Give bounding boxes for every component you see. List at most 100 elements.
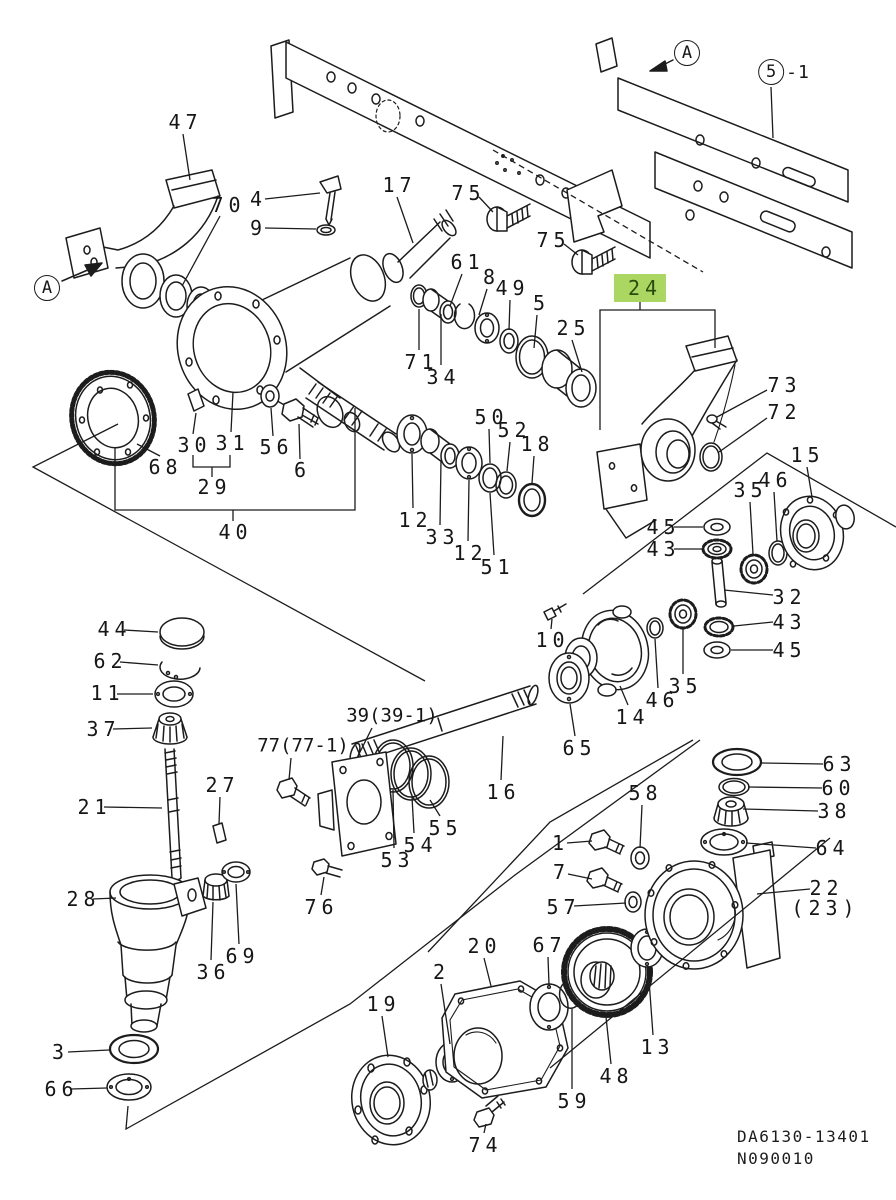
callout-72: 72 — [767, 400, 802, 424]
callout-2: 2 — [432, 960, 451, 984]
callout-45: 45 — [772, 638, 807, 662]
callout-17: 17 — [382, 173, 417, 197]
callout-63: 63 — [822, 752, 857, 776]
callout-7: 7 — [552, 860, 571, 884]
steering-housing-39 — [212, 739, 450, 878]
callout-21: 21 — [77, 795, 112, 819]
callout-30: 30 — [177, 433, 212, 457]
callout-12: 12 — [398, 508, 433, 532]
callout-28: 28 — [66, 887, 101, 911]
key-and-washer — [316, 175, 342, 236]
callout-35: 35 — [668, 674, 703, 698]
callout-46: 46 — [758, 468, 793, 492]
callout-11: 11 — [90, 681, 125, 705]
callout-58: 58 — [628, 781, 663, 805]
callout-68: 68 — [148, 455, 183, 479]
revision-code: N090010 — [737, 1149, 815, 1168]
callout-3: 3 — [51, 1040, 70, 1064]
knuckle-28 — [106, 861, 251, 1101]
view-marker-A: A — [674, 40, 700, 66]
callout-64: 64 — [815, 836, 850, 860]
callout-3939-1: 39(39-1) — [346, 704, 438, 727]
callout-59: 59 — [557, 1089, 592, 1113]
view-marker-A: A — [34, 275, 60, 301]
callout-31: 31 — [215, 431, 250, 455]
callout-40: 40 — [218, 520, 253, 544]
ring-gear-and-pinion — [69, 369, 401, 467]
callout-16: 16 — [486, 780, 521, 804]
callout-43: 43 — [772, 610, 807, 634]
callout-76: 76 — [304, 895, 339, 919]
callout-4: 4 — [249, 187, 268, 211]
callout-33: 33 — [425, 525, 460, 549]
view-arrows — [61, 59, 674, 282]
callout-67: 67 — [532, 933, 567, 957]
callout-44: 44 — [97, 617, 132, 641]
callout-7777-1: 77(77-1) — [257, 734, 349, 757]
callout-56: 56 — [259, 435, 294, 459]
bolts-75 — [486, 203, 616, 275]
callout-73: 73 — [767, 373, 802, 397]
callout-57: 57 — [546, 895, 581, 919]
callout-50: 50 — [474, 405, 509, 429]
callout-15: 15 — [790, 443, 825, 467]
callout-27: 27 — [205, 773, 240, 797]
callout-71: 71 — [404, 350, 439, 374]
callout-69: 69 — [225, 944, 260, 968]
callout-32: 32 — [772, 585, 807, 609]
callout-51: 51 — [480, 555, 515, 579]
callout-20: 20 — [467, 934, 502, 958]
callout-34: 34 — [426, 365, 461, 389]
callout-46: 46 — [645, 688, 680, 712]
callout-45: 45 — [646, 515, 681, 539]
callout-12: 12 — [453, 541, 488, 565]
view-marker-5-1: 5-1 — [758, 59, 810, 85]
callout-9: 9 — [249, 216, 268, 240]
callout-65: 65 — [562, 736, 597, 760]
callout-62: 62 — [93, 649, 128, 673]
callout-10: 10 — [535, 628, 570, 652]
callout-8: 8 — [482, 265, 501, 289]
callout-18: 18 — [520, 432, 555, 456]
callout-14: 14 — [615, 705, 650, 729]
callout-29: 29 — [197, 475, 232, 499]
callout-13: 13 — [640, 1035, 675, 1059]
callout-23: (23) — [791, 896, 860, 920]
bearing-row-lower — [396, 414, 547, 518]
callout-37: 37 — [86, 717, 121, 741]
callout-38: 38 — [817, 799, 852, 823]
callout-19: 19 — [366, 992, 401, 1016]
differential-group — [543, 495, 855, 704]
drawing-number: DA6130-13401 — [737, 1127, 871, 1146]
callout-6: 6 — [293, 458, 312, 482]
callout-75: 75 — [451, 181, 486, 205]
callout-5: 5 — [532, 291, 551, 315]
callout-43: 43 — [646, 537, 681, 561]
axle-center-housing — [176, 209, 457, 433]
final-drive-group — [350, 926, 664, 1146]
bearing-row-upper — [410, 284, 597, 408]
callout-61: 61 — [450, 250, 485, 274]
callout-66: 66 — [44, 1077, 79, 1101]
callout-75: 75 — [536, 228, 571, 252]
callout-70: 70 — [211, 193, 246, 217]
knuckle-22-group — [586, 747, 781, 970]
callout-49: 49 — [495, 276, 530, 300]
callout-25: 25 — [556, 316, 591, 340]
leader-lines — [31, 86, 896, 1134]
callout-35: 35 — [733, 478, 768, 502]
callout-48: 48 — [599, 1064, 634, 1088]
callout-55: 55 — [428, 816, 463, 840]
callout-22: 22 — [809, 876, 844, 900]
callout-60: 60 — [821, 776, 856, 800]
callout-74: 74 — [468, 1133, 503, 1157]
knuckle-arm-24 — [596, 335, 738, 539]
frame-rails — [270, 37, 853, 269]
callout-24: 24 — [613, 274, 667, 302]
callout-1: 1 — [551, 831, 570, 855]
callout-36: 36 — [196, 960, 231, 984]
callout-47: 47 — [168, 110, 203, 134]
kingpin-stack — [152, 617, 205, 881]
